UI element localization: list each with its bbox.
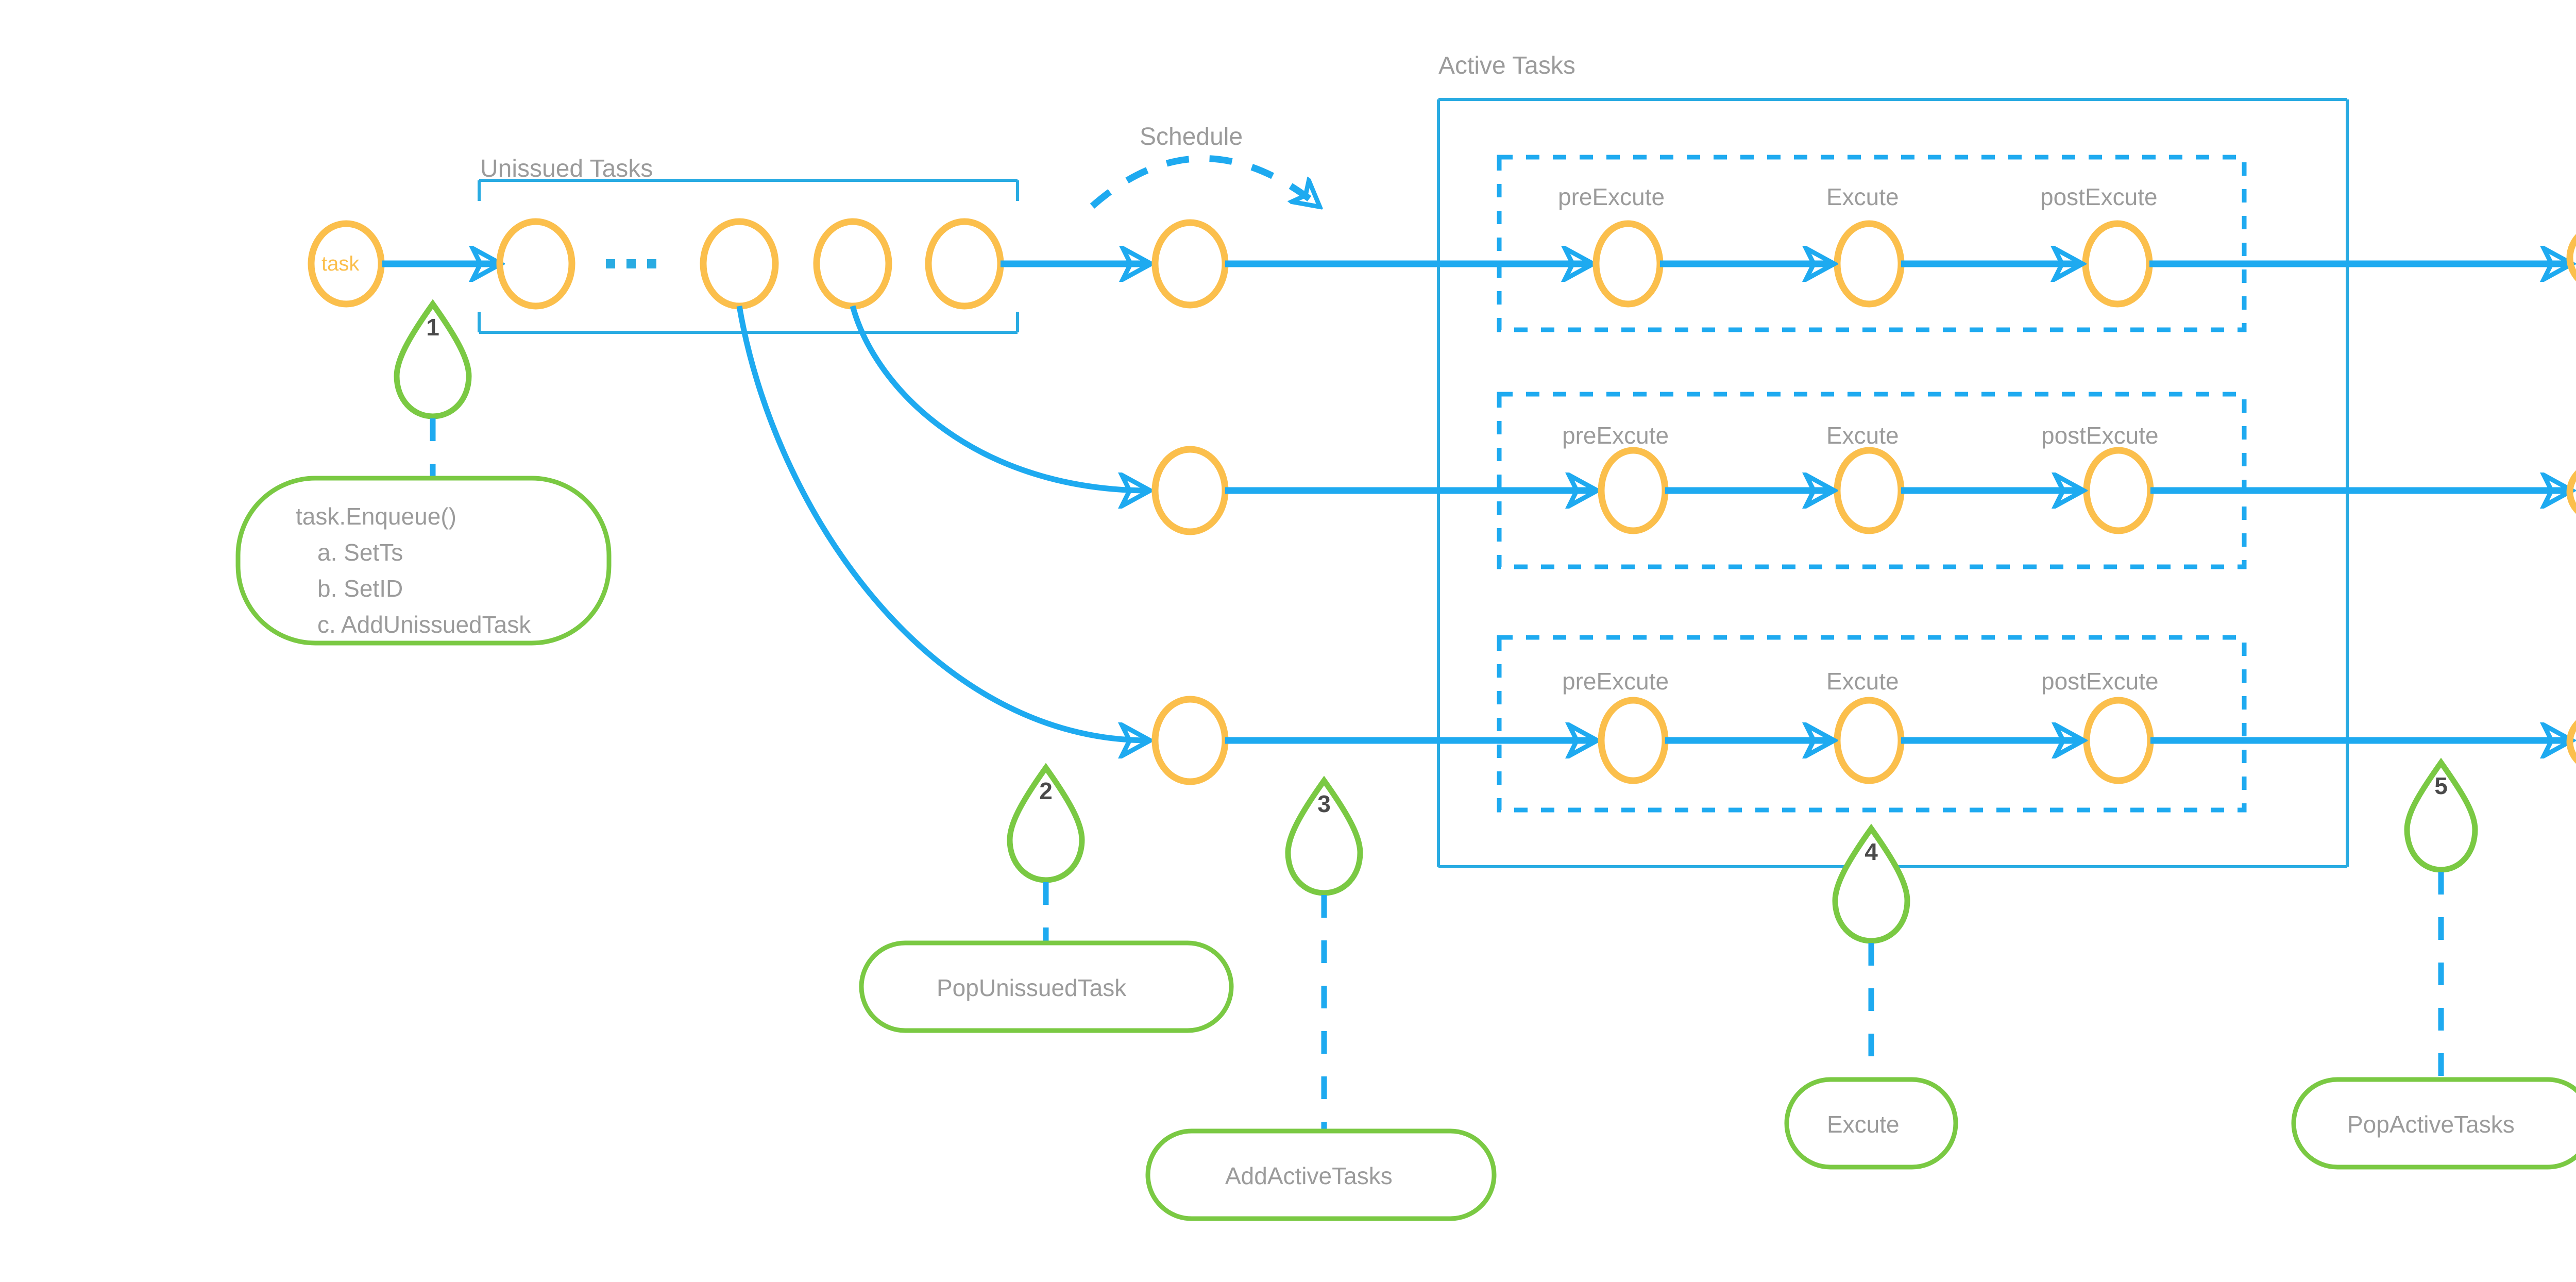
row-2-preexcute-node[interactable] [1598, 447, 1669, 534]
row-2-end-node[interactable] [2566, 460, 2576, 524]
callout-enqueue-item-a: a. SetTs [317, 538, 403, 566]
marker-4-teardrop[interactable] [1832, 823, 1910, 1085]
callout-add-active-label: AddActiveTasks [1225, 1162, 1393, 1189]
schedule-dashed-arrow [1090, 155, 1319, 207]
unissued-queue-nodes [496, 218, 1004, 310]
row-3-dashed-box [1497, 635, 2247, 813]
callout-pop-unissued-label: PopUnissuedTask [937, 974, 1127, 1001]
row-1-dashed-box [1497, 155, 2247, 332]
callout-add-active-box[interactable] [1145, 1128, 1497, 1221]
row-1-excute-node[interactable] [1834, 220, 1905, 308]
queue-node-3[interactable] [813, 218, 892, 310]
marker-5-teardrop[interactable] [2404, 757, 2478, 1085]
marker-4-number: 4 [1865, 838, 1878, 865]
callout-enqueue-item-b: b. SetID [317, 575, 403, 602]
active-tasks-label: Active Tasks [1438, 52, 1575, 79]
row-1-entry-node[interactable] [1151, 219, 1229, 309]
task-node-label: task [321, 252, 360, 275]
marker-1-number: 1 [426, 314, 439, 341]
schedule-label: Schedule [1140, 123, 1243, 150]
callout-enqueue-box[interactable] [235, 476, 612, 646]
flow-queue-to-row2 [850, 305, 1149, 491]
row-3-end-node[interactable] [2566, 710, 2576, 774]
row-3-excute-label: Excute [1826, 668, 1899, 695]
row-2-postexcute-label: postExcute [2041, 422, 2159, 449]
row-2-dashed-box [1497, 392, 2247, 569]
row-3-preexcute-label: preExcute [1562, 668, 1669, 695]
row-3-postexcute-node[interactable] [2083, 697, 2154, 784]
flow-queue-to-row3 [736, 306, 1149, 740]
row-2-entry-node[interactable] [1151, 446, 1229, 535]
marker-2-teardrop[interactable] [1007, 763, 1085, 951]
row-1-excute-label: Excute [1826, 183, 1899, 210]
row-3-preexcute-node[interactable] [1598, 697, 1669, 784]
queue-node-2[interactable] [700, 218, 779, 310]
callout-enqueue-content: task.Enqueue() a. SetTs b. SetID c. AddU… [296, 499, 531, 643]
row-3-entry-node[interactable] [1151, 696, 1229, 785]
row-1-postexcute-node[interactable] [2082, 220, 2153, 308]
row-1-preexcute-node[interactable] [1592, 220, 1664, 308]
row-3-postexcute-label: postExcute [2041, 668, 2159, 695]
marker-3-teardrop[interactable] [1285, 775, 1363, 1139]
row-1-end-node[interactable] [2566, 223, 2576, 293]
callout-enqueue-item-c: c. AddUnissuedTask [317, 611, 531, 638]
callout-pop-active-label: PopActiveTasks [2347, 1111, 2515, 1138]
row-2-preexcute-label: preExcute [1562, 422, 1669, 449]
active-tasks-bracket [1437, 98, 2349, 868]
queue-node-1[interactable] [496, 218, 575, 310]
callout-pop-active-box[interactable] [2291, 1077, 2576, 1170]
callout-excute-box[interactable] [1784, 1077, 1958, 1170]
queue-node-4[interactable] [925, 218, 1004, 310]
task-start-node[interactable] [308, 220, 385, 308]
marker-3-number: 3 [1317, 790, 1331, 817]
pipeline-row-3 [1151, 635, 2576, 813]
row-2-postexcute-node[interactable] [2083, 447, 2154, 534]
callout-excute-label: Excute [1827, 1111, 1900, 1138]
callout-pop-unissued-box[interactable] [859, 940, 1234, 1033]
unissued-tasks-label: Unissued Tasks [480, 155, 653, 182]
row-2-excute-node[interactable] [1834, 447, 1905, 534]
pipeline-row-2 [1151, 392, 2576, 569]
row-2-excute-label: Excute [1826, 422, 1899, 449]
unissued-tasks-bracket [478, 179, 1019, 334]
callout-enqueue-title: task.Enqueue() [296, 503, 456, 530]
row-3-excute-node[interactable] [1834, 697, 1905, 784]
row-1-preexcute-label: preExcute [1558, 183, 1665, 210]
row-1-postexcute-label: postExcute [2040, 183, 2158, 210]
marker-2-number: 2 [1039, 778, 1053, 804]
queue-ellipsis-icon [606, 259, 656, 268]
pipeline-row-1 [1151, 155, 2576, 332]
marker-5-number: 5 [2434, 772, 2448, 799]
